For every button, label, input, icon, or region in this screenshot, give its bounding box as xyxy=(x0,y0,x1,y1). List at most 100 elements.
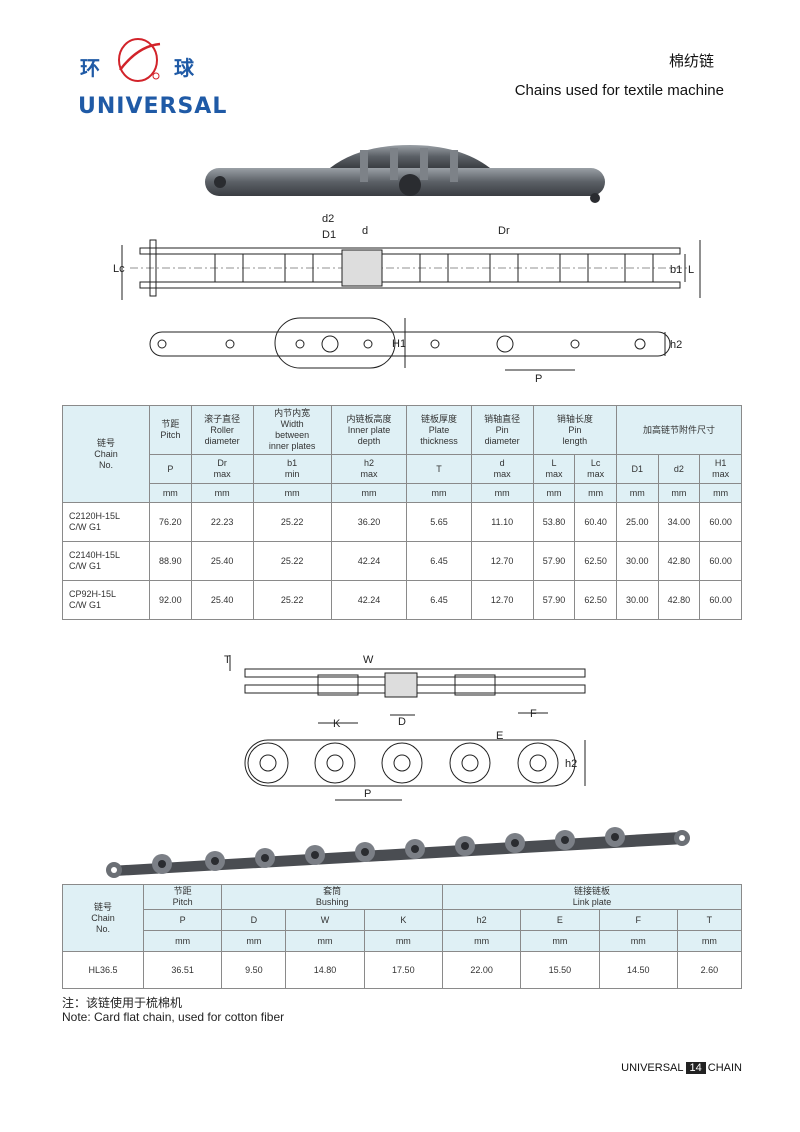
table-cell: 22.23 xyxy=(190,502,254,542)
table-cell: mm xyxy=(615,483,659,503)
label-K: K xyxy=(333,718,341,730)
table-cell: mm xyxy=(190,483,254,503)
table-cell: 15.50 xyxy=(520,951,600,989)
label-Lc: Lc xyxy=(113,263,125,275)
table-cell: mm xyxy=(285,930,365,952)
table-cell: W xyxy=(285,909,365,931)
label-h2: h2 xyxy=(670,339,682,351)
logo-cn-right: 球 xyxy=(174,56,194,80)
table-cell: mm xyxy=(363,930,443,952)
note-cn: 注：该链使用于梳棉机 xyxy=(62,996,183,1010)
footer-left: UNIVERSAL xyxy=(621,1062,684,1074)
table-cell: F xyxy=(598,909,678,931)
table-cell: mm xyxy=(330,483,408,503)
table-cell: 25.22 xyxy=(252,541,332,581)
chain-photo-1 xyxy=(205,145,605,203)
table-cell: 22.00 xyxy=(441,951,522,989)
table-cell: 11.10 xyxy=(470,502,534,542)
table-cell: 5.65 xyxy=(406,502,472,542)
note-en: Note: Card flat chain, used for cotton f… xyxy=(62,1010,285,1024)
table-cell: T xyxy=(676,909,743,931)
table-cell: mm xyxy=(470,483,534,503)
table-cell: 42.24 xyxy=(330,580,408,620)
table-cell: 14.50 xyxy=(598,951,678,989)
table-cell: K xyxy=(363,909,443,931)
table-cell: 6.45 xyxy=(406,541,472,581)
table-cell: 42.80 xyxy=(657,580,701,620)
label-d: d xyxy=(362,225,368,237)
table-cell: 36.20 xyxy=(330,502,408,542)
table-cell: 14.80 xyxy=(285,951,365,989)
table-cell: 60.00 xyxy=(699,580,742,620)
table-cell: 60.00 xyxy=(699,541,742,581)
table-cell: P xyxy=(142,909,223,931)
page-number: 14 xyxy=(685,1062,706,1074)
label-T: T xyxy=(224,654,231,666)
label-F: F xyxy=(530,708,537,720)
table-cell: mm xyxy=(520,930,600,952)
table-cell: mm xyxy=(142,930,223,952)
table-cell: 2.60 xyxy=(676,951,743,989)
table-cell: 42.24 xyxy=(330,541,408,581)
table-cell: D xyxy=(221,909,287,931)
table-cell: mm xyxy=(699,483,742,503)
table-cell: 53.80 xyxy=(532,502,576,542)
table-cell: 6.45 xyxy=(406,580,472,620)
table-cell: mm xyxy=(676,930,743,952)
table-cell: 36.51 xyxy=(142,951,223,989)
table-cell: 25.22 xyxy=(252,502,332,542)
page-title-en: Chains used for textile machine xyxy=(514,82,724,99)
table-cell: 76.20 xyxy=(149,502,192,542)
company-logo: 环 球 UNIVERSAL xyxy=(70,36,226,126)
table-cell: mm xyxy=(598,930,678,952)
table-cell: 92.00 xyxy=(149,580,192,620)
symbol-cell: P xyxy=(149,454,192,484)
table-cell: 88.90 xyxy=(149,541,192,581)
header-chain: 链号 Chain No. xyxy=(62,405,150,503)
table-cell: 25.40 xyxy=(190,580,254,620)
table-cell: 34.00 xyxy=(657,502,701,542)
header-attachment: 加高链节附件尺寸 xyxy=(615,405,743,455)
table-cell: 60.00 xyxy=(699,502,742,542)
chain-photo-2 xyxy=(106,827,690,878)
chain-drawing-2: T W K D F E h2 P xyxy=(224,654,586,801)
globe-logo-icon xyxy=(118,38,161,82)
table-cell: 25.40 xyxy=(190,541,254,581)
label-D1: D1 xyxy=(322,229,336,241)
table-cell: mm xyxy=(441,930,522,952)
label-W: W xyxy=(363,654,374,666)
table-cell: 62.50 xyxy=(574,541,617,581)
table-cell: E xyxy=(520,909,600,931)
chain-drawing-1: Lc d2 D1 d Dr b1 L H1 h2 P xyxy=(113,213,701,385)
logo-wordmark: UNIVERSAL xyxy=(78,94,228,119)
symbol-cell: d2 xyxy=(657,454,701,484)
table-cell: 17.50 xyxy=(363,951,443,989)
table-cell: mm xyxy=(221,930,287,952)
